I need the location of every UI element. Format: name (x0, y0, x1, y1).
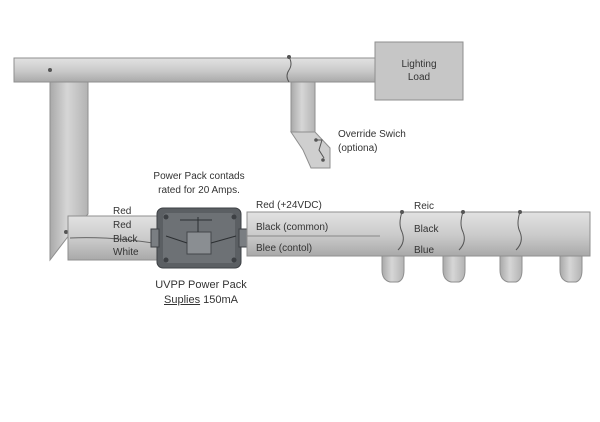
power-pack-contacts-line2: rated for 20 Amps. (158, 185, 240, 196)
sensor-drop-2 (442, 210, 466, 283)
switch-drop-conduit (290, 81, 316, 133)
sensor-drop-4 (559, 255, 583, 283)
top-conduit-wire (286, 56, 292, 83)
lighting-load-box (374, 41, 464, 101)
lower-left-wire (69, 237, 161, 245)
override-switch-label: Override Swich (optiona) (338, 128, 406, 156)
power-pack-screw (231, 257, 237, 263)
override-switch-terminal (314, 138, 318, 142)
left-wire-label-black: Black (113, 234, 138, 245)
power-pack-terminal-block (186, 231, 212, 255)
override-switch-line2: (optiona) (338, 143, 378, 154)
sensor-drop-1 (381, 210, 405, 283)
power-pack-screw (163, 214, 169, 220)
lighting-load-label: Lighting Load (378, 58, 460, 84)
power-pack-screw (231, 214, 237, 220)
power-pack-contacts-line1: Power Pack contads (153, 171, 245, 182)
bus-wire-label-black: Black (common) (256, 222, 329, 233)
override-switch-contact (316, 139, 325, 159)
lighting-load-line2: Load (407, 72, 431, 83)
uvpp-line1: UVPP Power Pack (155, 279, 247, 291)
bus-wire-label-blue: Blee (contol) (256, 243, 313, 254)
uvpp-line2: Suplies 150mA (146, 293, 256, 308)
sensor-wire-label-blue: Blue (414, 245, 435, 256)
bus-wire-label-red: Red (+24VDC) (256, 200, 322, 211)
sensor-drop-3 (499, 210, 523, 283)
power-pack-contacts-label: Power Pack contads rated for 20 Amps. (138, 170, 260, 198)
uvpp-label: UVPP Power Pack Suplies 150mA (146, 278, 256, 308)
left-wire-label-white: White (113, 247, 139, 258)
left-conduit-screw (64, 230, 68, 234)
sensor-wire-label-black: Black (414, 224, 439, 235)
top-conduit (13, 57, 385, 83)
sensor-bus-conduit (246, 211, 591, 257)
override-switch-terminal (321, 158, 325, 162)
power-pack-internal-wiring (165, 217, 237, 244)
top-conduit-screw (48, 68, 52, 72)
sensor-wire-label-red: Reic (414, 201, 435, 212)
uvpp-current-text: 150mA (203, 294, 238, 306)
lighting-load-line1: Lighting (401, 59, 437, 70)
power-pack-screw (163, 257, 169, 263)
power-pack-left-fitting (150, 228, 160, 248)
left-wire-label-red-1: Red (113, 206, 132, 217)
uvpp-supplies-text: Suplies (164, 294, 201, 306)
left-wire-label-red-2: Red (113, 220, 132, 231)
override-switch-body (290, 131, 331, 169)
override-switch-line1: Override Swich (338, 129, 406, 140)
power-pack-right-fitting (238, 228, 248, 248)
